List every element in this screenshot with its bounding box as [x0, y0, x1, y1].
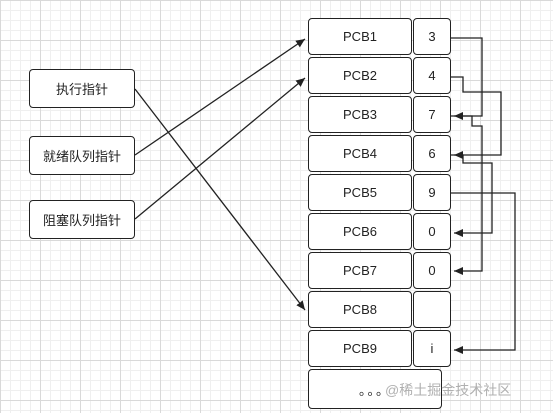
pcb9-next-cell: i — [413, 330, 451, 367]
pcb4-name-cell: PCB4 — [308, 135, 412, 172]
blocked-pointer-arrow — [134, 77, 306, 220]
pcb8-name-cell: PCB8 — [308, 291, 412, 328]
pcb3-link-arrow — [451, 115, 483, 275]
pcb5-link-arrow — [451, 192, 516, 354]
blocked-queue-pointer-label: 阻塞队列指针 — [42, 213, 121, 228]
pcb9-name-cell: PCB9 — [308, 330, 412, 367]
watermark-text: @稀土掘金技术社区 — [385, 382, 512, 398]
pcb5-name-cell: PCB5 — [308, 174, 412, 211]
pcb8-name: PCB8 — [343, 302, 377, 317]
pcb3-next: 7 — [428, 107, 436, 122]
pcb4-name: PCB4 — [343, 146, 377, 161]
pcb3-next-cell: 7 — [413, 96, 451, 133]
running-pointer-arrow — [134, 88, 306, 311]
pcb3-name-cell: PCB3 — [308, 96, 412, 133]
pcb2-name-cell: PCB2 — [308, 57, 412, 94]
pcb3-name: PCB3 — [343, 107, 377, 122]
ready-queue-pointer-box: 就绪队列指针 — [29, 136, 135, 175]
pcb1-link-arrow — [451, 37, 483, 120]
pcb6-next: 0 — [428, 224, 436, 239]
pcb1-name-cell: PCB1 — [308, 18, 412, 55]
pcb1-name: PCB1 — [343, 29, 377, 44]
pcb2-next-cell: 4 — [413, 57, 451, 94]
pcb5-name: PCB5 — [343, 185, 377, 200]
ready-queue-pointer-label: 就绪队列指针 — [42, 149, 121, 164]
pcb8-next-cell — [413, 291, 451, 328]
pcb4-next: 6 — [428, 146, 436, 161]
pcb2-link-arrow — [451, 76, 502, 159]
pcb7-name: PCB7 — [343, 263, 377, 278]
pcb9-next: i — [430, 341, 434, 356]
pcb2-name: PCB2 — [343, 68, 377, 83]
pcb1-next-cell: 3 — [413, 18, 451, 55]
blocked-queue-pointer-box: 阻塞队列指针 — [29, 200, 135, 239]
pcb5-next-cell: 9 — [413, 174, 451, 211]
pcb7-next: 0 — [428, 263, 436, 278]
pcb6-next-cell: 0 — [413, 213, 451, 250]
pcb2-next: 4 — [428, 68, 436, 83]
running-pointer-box: 执行指针 — [29, 69, 135, 108]
pcb6-name-cell: PCB6 — [308, 213, 412, 250]
pcb4-next-cell: 6 — [413, 135, 451, 172]
pcb7-name-cell: PCB7 — [308, 252, 412, 289]
pcb5-next: 9 — [428, 185, 436, 200]
pcb9-name: PCB9 — [343, 341, 377, 356]
more-pcbs-ellipsis: 。。。 — [358, 382, 391, 398]
pcb1-next: 3 — [428, 29, 436, 44]
pcb6-name: PCB6 — [343, 224, 377, 239]
running-pointer-label: 执行指针 — [55, 82, 108, 97]
more-pcbs-cell: 。。。 — [308, 369, 442, 409]
pcb4-link-arrow — [451, 154, 493, 237]
ready-pointer-arrow — [134, 38, 306, 156]
pcb7-next-cell: 0 — [413, 252, 451, 289]
